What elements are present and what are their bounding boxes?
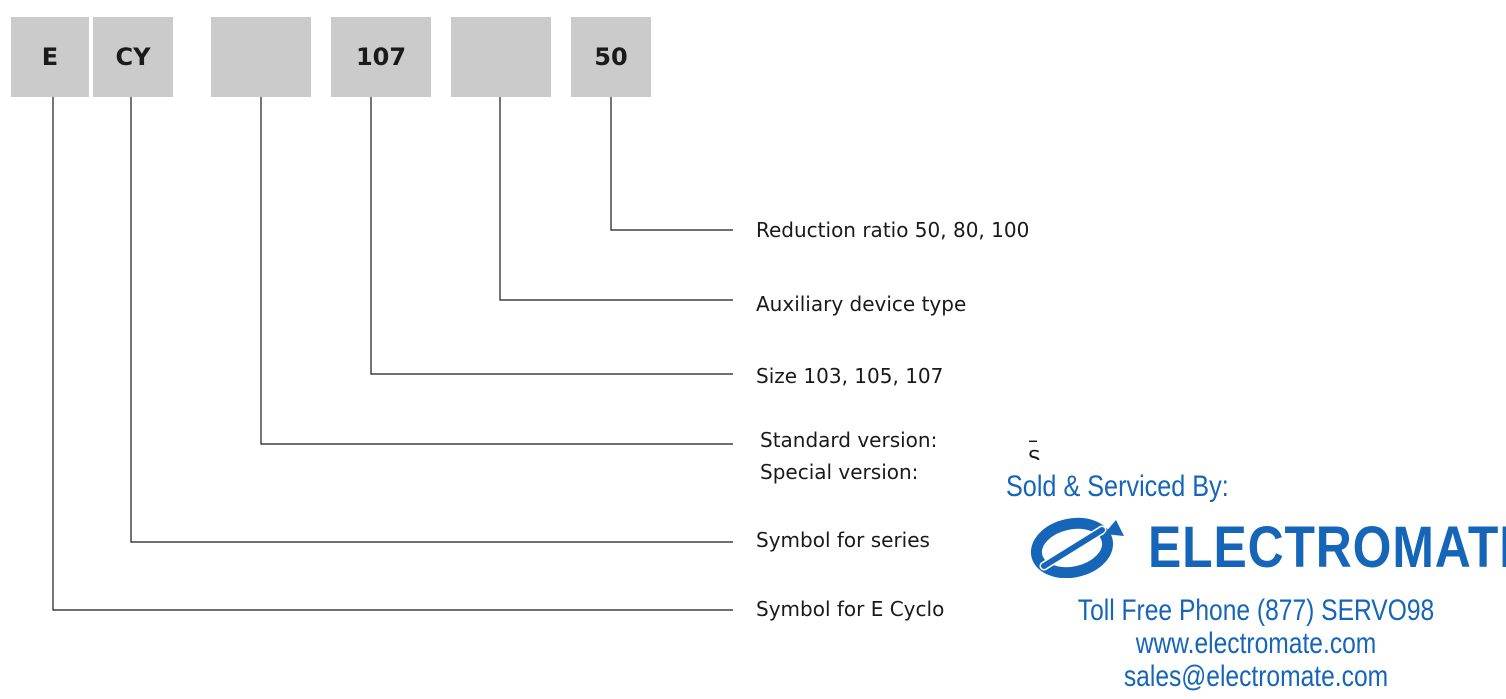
leader-line-ecyclo [52, 97, 733, 611]
value-special-version: S [1028, 446, 1041, 460]
code-box-series-symbol: CY [93, 17, 173, 97]
label-symbol-ecyclo: Symbol for E Cyclo [756, 597, 945, 621]
label-special-version: Special version: [760, 460, 919, 484]
label-standard-version: Standard version: [760, 428, 938, 452]
code-box-aux-device [451, 17, 551, 97]
toll-free-phone-text: Toll Free Phone (877) SERVO98 [1077, 594, 1435, 627]
label-reduction-ratio: Reduction ratio 50, 80, 100 [756, 218, 1030, 242]
leader-line-aux-device [499, 97, 733, 301]
sold-serviced-by-text: Sold & Serviced By: [1006, 470, 1229, 503]
code-box-ratio: 50 [571, 17, 651, 97]
label-symbol-series: Symbol for series [756, 528, 930, 552]
leader-line-ratio [610, 97, 733, 231]
leader-line-version [260, 97, 733, 445]
electromate-brand-name: ELECTROMATE [1148, 515, 1506, 580]
electromate-logo-icon [1030, 514, 1140, 579]
label-aux-device: Auxiliary device type [756, 292, 967, 316]
label-size: Size 103, 105, 107 [756, 364, 944, 388]
leader-line-series [130, 97, 733, 543]
value-standard-version: – [1028, 428, 1038, 452]
website-link[interactable]: www.electromate.com [1135, 627, 1377, 660]
leader-line-size [370, 97, 733, 375]
code-box-size: 107 [331, 17, 431, 97]
email-link[interactable]: sales@electromate.com [1123, 660, 1389, 693]
code-box-series-letter: E [11, 17, 89, 97]
code-box-version [211, 17, 311, 97]
